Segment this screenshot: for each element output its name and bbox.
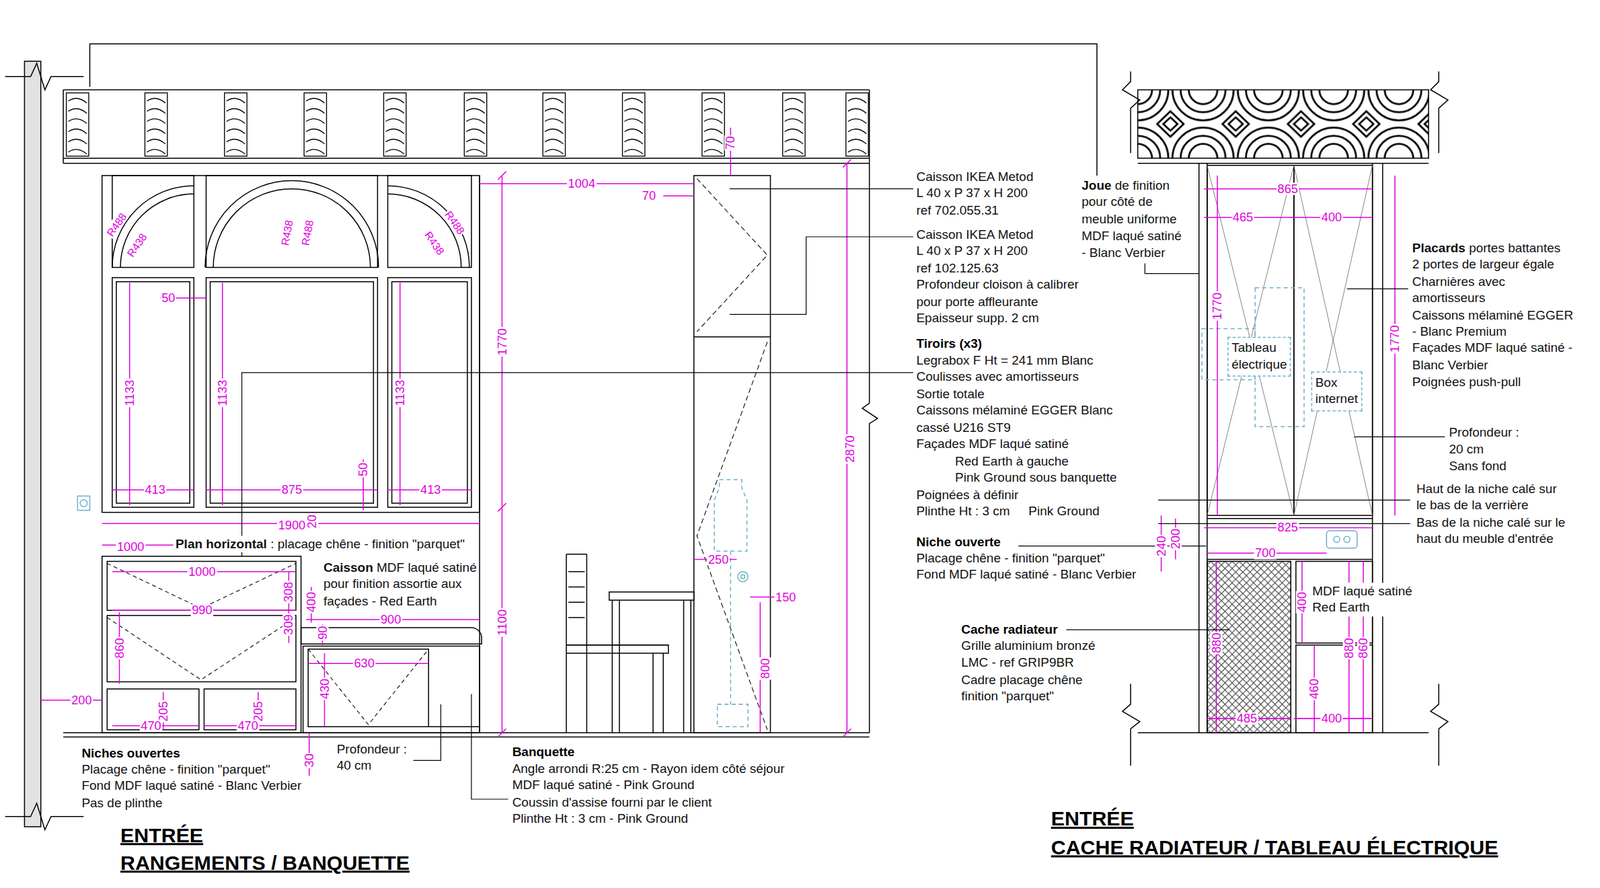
dimension-value: 880 <box>1209 631 1223 654</box>
dimension-value: 150 <box>774 590 797 603</box>
dimension-value: 1000 <box>115 540 146 553</box>
drawing-title: RANGEMENTS / BANQUETTE <box>120 850 410 875</box>
dimension-value: 413 <box>143 483 167 496</box>
dimension-value: 1000 <box>187 565 218 578</box>
dashed-zone-box: Box internet <box>1311 371 1362 411</box>
zone-label: Box internet <box>1315 374 1358 409</box>
annotation-text: Caisson MDF laqué satiné pour finition a… <box>321 558 479 610</box>
dimension-value: 470 <box>236 719 259 732</box>
annotation-text: Poignées à définir <box>916 486 1019 504</box>
annotation-text: Pink Ground <box>1028 503 1099 520</box>
annotation-text: Grille aluminium bronzé LMC - ref GRIP9B… <box>961 637 1095 705</box>
radius-value: R438 <box>278 217 296 248</box>
radius-value: R488 <box>103 209 130 240</box>
dimension-value: 70 <box>640 189 657 202</box>
annotation-heading: Niche ouverte <box>916 534 1001 551</box>
dimension-value: 308 <box>282 580 295 603</box>
annotation-text: Caisson IKEA Metod L 40 x P 37 x H 200 r… <box>916 168 1034 219</box>
dimension-value: 470 <box>139 719 163 732</box>
annotation-text: Placards portes battantes 2 portes de la… <box>1412 240 1574 391</box>
annotation-text: Caisson IKEA Metod L 40 x P 37 x H 200 r… <box>916 226 1079 327</box>
annotation-text: Profondeur : 20 cm Sans fond <box>1448 424 1519 475</box>
dimension-value: 1100 <box>495 607 508 637</box>
dimension-value: 860 <box>1357 636 1370 660</box>
dimension-value: 200 <box>1169 527 1182 550</box>
dimension-value: 880 <box>1343 636 1356 660</box>
dimension-value: 2870 <box>844 434 857 465</box>
dimension-value: 20 <box>306 513 319 530</box>
dimension-value: 465 <box>1231 211 1254 224</box>
annotation-text: Placage chêne - finition "parquet" Fond … <box>916 550 1136 584</box>
radius-value: R438 <box>123 230 150 260</box>
drawing-title: CACHE RADIATEUR / TABLEAU ÉLECTRIQUE <box>1051 834 1499 859</box>
annotation-heading: Niches ouvertes <box>81 745 181 763</box>
dimension-value: 413 <box>419 483 442 496</box>
dimension-value: 240 <box>1154 534 1167 557</box>
dimension-value: 430 <box>318 677 331 700</box>
dimension-value: 865 <box>1276 182 1299 196</box>
radius-value: R438 <box>421 227 448 258</box>
dimension-value: 700 <box>1254 546 1277 559</box>
dimension-value: 485 <box>1235 712 1258 725</box>
dimension-value: 30 <box>303 752 316 769</box>
dimension-value: 1004 <box>566 177 597 190</box>
dashed-zone-box: Tableau électrique <box>1227 336 1291 377</box>
annotation-heading: Tiroirs (x3) <box>916 335 982 353</box>
dimension-value: 400 <box>1296 590 1309 613</box>
annotation-text: Haut de la niche calé sur le bas de la v… <box>1414 480 1568 549</box>
zone-label: Tableau électrique <box>1231 339 1287 374</box>
dimension-value: 1770 <box>495 326 508 357</box>
annotation-text: Plan horizontal : placage chêne - finiti… <box>173 536 467 553</box>
dimension-value: 250 <box>706 552 730 565</box>
radius-value: R488 <box>441 207 469 238</box>
dimension-value: 1900 <box>277 519 307 532</box>
dimension-value: 1133 <box>123 378 136 407</box>
dimension-value: 50 <box>357 461 370 477</box>
annotation-text: Profondeur : 40 cm <box>336 741 407 775</box>
dimension-value: 875 <box>280 483 303 496</box>
dimension-value: 400 <box>1320 211 1343 224</box>
annotation-text: Angle arrondi R:25 cm - Rayon idem côté … <box>512 759 785 828</box>
annotation-text: Joue de finition pour côté de meuble uni… <box>1081 177 1182 261</box>
radius-value: R488 <box>298 217 316 248</box>
dimension-value: 860 <box>112 636 126 660</box>
dimension-value: 309 <box>282 613 295 636</box>
annotation-text: Placage chêne - finition "parquet" Fond … <box>81 761 302 812</box>
dimension-value: 825 <box>1276 521 1299 534</box>
dimension-value: 800 <box>759 657 772 680</box>
drawing-title: ENTRÉE <box>120 822 204 847</box>
annotation-text: Plinthe Ht : 3 cm <box>916 503 1010 520</box>
dimension-value: 990 <box>191 603 214 617</box>
dimension-value: 1133 <box>394 378 407 407</box>
dimension-value: 900 <box>379 613 402 626</box>
annotation-heading: Cache radiateur <box>961 621 1058 639</box>
annotation-text: Legrabox F Ht = 241 mm Blanc Coulisses a… <box>916 351 1113 452</box>
annotation-text: Red Earth à gauche <box>955 453 1069 471</box>
drawing-title: ENTRÉE <box>1051 806 1134 831</box>
dimension-value: 70 <box>724 135 737 151</box>
annotation-text: Pink Ground sous banquette <box>955 469 1117 487</box>
dimension-value: 1770 <box>1211 291 1224 321</box>
dimension-value: 1770 <box>1388 324 1401 354</box>
dimension-value: 630 <box>353 657 376 670</box>
dimension-value: 90 <box>316 624 329 641</box>
dimension-value: 50 <box>160 291 177 304</box>
annotation-heading: Banquette <box>512 743 576 761</box>
dimension-value: 1133 <box>216 378 229 407</box>
annotation-text: MDF laqué satiné Red Earth <box>1310 582 1415 617</box>
dimension-value: 400 <box>305 590 318 613</box>
dimension-value: 200 <box>70 694 93 707</box>
dimension-value: 460 <box>1308 677 1321 700</box>
dimension-value: 400 <box>1320 712 1343 725</box>
